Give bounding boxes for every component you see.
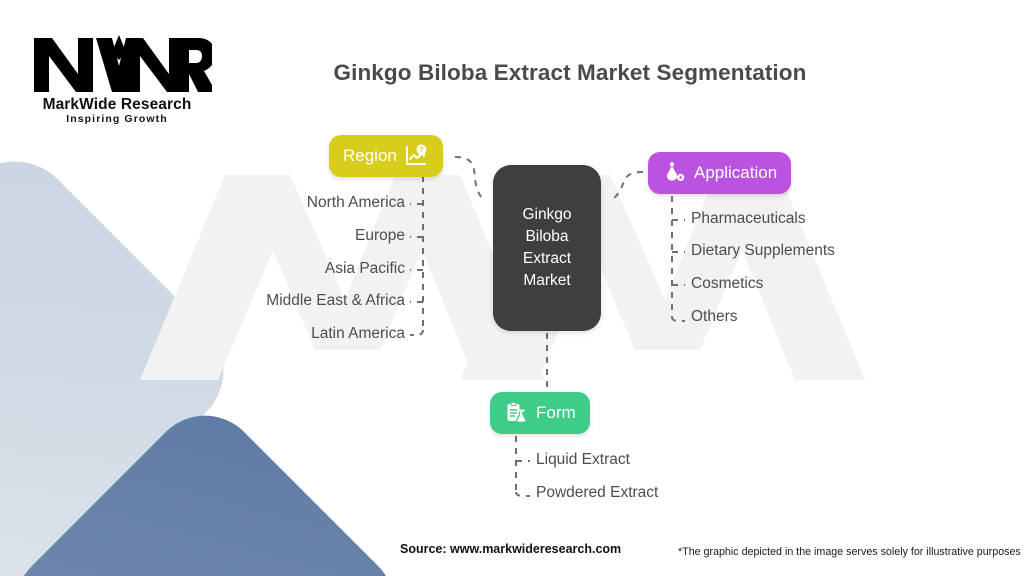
leaf-form-0: Liquid Extract (536, 451, 630, 468)
source-text: Source: www.markwideresearch.com (400, 542, 622, 556)
branch-badge-region[interactable]: Region ? (329, 135, 443, 177)
leaf-region-0: North America (306, 194, 405, 211)
leaf-application-0: Pharmaceuticals (691, 210, 806, 227)
leaf-region-4: Latin America (311, 325, 405, 342)
leaf-region-2: Asia Pacific (324, 260, 405, 277)
logo-tagline: Inspiring Growth (66, 113, 168, 125)
chart-question-icon: ? (404, 144, 429, 169)
leaf-application-3: Others (691, 308, 738, 325)
disclaimer-text: *The graphic depicted in the image serve… (678, 546, 1021, 558)
leaf-region-1: Europe (355, 227, 405, 244)
leaf-application-2: Cosmetics (691, 275, 764, 292)
page-title: Ginkgo Biloba Extract Market Segmentatio… (333, 60, 807, 85)
center-node: Ginkgo Biloba Extract Market (493, 165, 601, 331)
center-node-label: Ginkgo Biloba Extract Market (522, 206, 572, 289)
logo-company-name: MarkWide Research (42, 96, 192, 113)
leaf-form-1: Powdered Extract (536, 484, 659, 501)
branch-badge-form[interactable]: Form (490, 392, 590, 434)
branch-badge-application[interactable]: Application (648, 152, 792, 194)
logo-mark (22, 30, 212, 125)
leaf-application-1: Dietary Supplements (691, 242, 835, 259)
mortar-pestle-icon (662, 161, 687, 186)
leaf-region-3: Middle East & Africa (266, 292, 405, 309)
clipboard-flask-icon (504, 401, 529, 426)
branch-label-form: Form (536, 403, 576, 422)
branch-label-region: Region (343, 146, 397, 165)
svg-text:?: ? (420, 147, 424, 154)
branch-label-application: Application (694, 163, 778, 182)
